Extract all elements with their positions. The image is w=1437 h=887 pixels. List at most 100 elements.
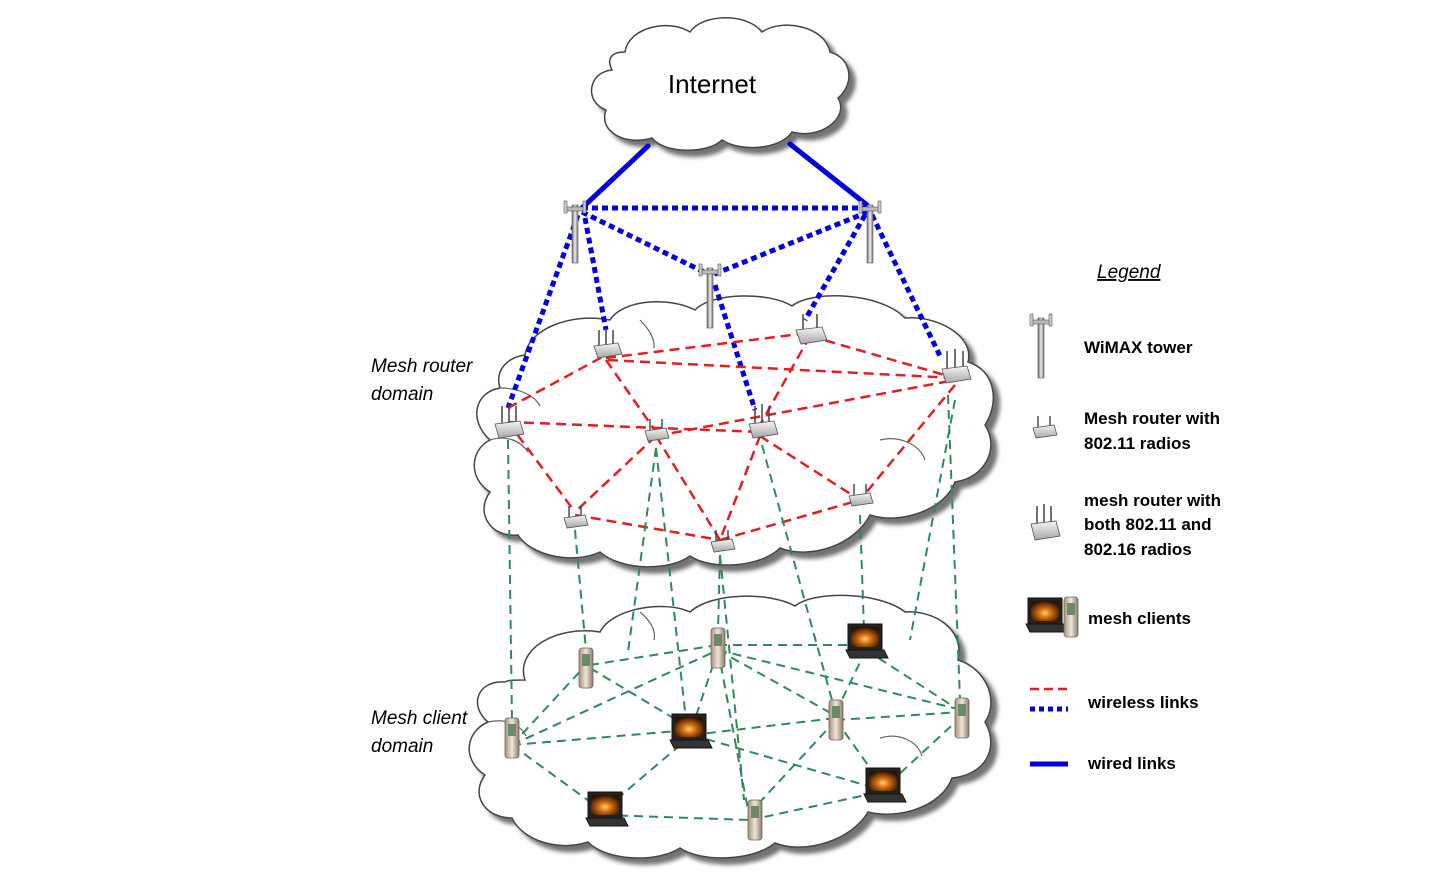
wimax-link <box>712 284 758 411</box>
legend-mesh-router-line1: Mesh router with <box>1084 409 1220 428</box>
wimax-tower-icon <box>858 200 882 264</box>
client-domain-label-line2: domain <box>371 736 433 757</box>
router-link <box>506 421 577 513</box>
mesh-router-icon <box>644 419 670 442</box>
wimax-tower-icon <box>563 200 587 264</box>
mesh-router-dual-radio-icon <box>1030 504 1061 541</box>
laptop-icon <box>845 623 889 659</box>
laptop-icon <box>1025 597 1069 633</box>
wired-links <box>579 141 870 211</box>
client-link <box>835 649 867 713</box>
mesh-router-icon <box>848 484 874 507</box>
router-link <box>507 353 607 410</box>
client-link <box>859 514 865 631</box>
client-link <box>655 447 687 721</box>
handheld-device-icon <box>1063 596 1079 638</box>
wimax-wireless-links <box>505 205 943 411</box>
router-link <box>809 334 956 380</box>
legend-mesh-router-line2: 802.11 radios <box>1084 434 1191 453</box>
client-link <box>749 791 881 821</box>
legend-mesh-router-both-line1: mesh router with <box>1084 491 1221 510</box>
router-link <box>759 434 861 502</box>
legend: Legend WiMAX tower Mesh router with 802.… <box>1025 262 1221 773</box>
client-link <box>589 644 719 666</box>
client-link <box>719 554 745 801</box>
client-link <box>691 734 883 791</box>
wired-link <box>579 143 651 211</box>
handheld-device-icon <box>954 697 970 739</box>
handheld-device-icon <box>747 799 763 841</box>
legend-wired-links: wired links <box>1087 754 1176 773</box>
router-link <box>574 435 657 513</box>
internet-label: Internet <box>668 69 757 99</box>
cloud-detail <box>639 611 656 641</box>
legend-mesh-router-both-line3: 802.16 radios <box>1084 540 1192 559</box>
client-link <box>909 399 956 641</box>
wimax-link <box>802 213 868 322</box>
wimax-link <box>580 209 712 278</box>
wired-link <box>787 141 870 208</box>
client-link <box>627 447 657 653</box>
router-link <box>604 359 658 433</box>
router-link <box>654 435 722 541</box>
wimax-link <box>869 213 943 358</box>
mesh-router-icon <box>1032 416 1058 439</box>
mesh-router-dual-radio-icon <box>748 404 779 439</box>
client-link <box>691 717 837 736</box>
client-domain-label-line1: Mesh client <box>371 708 468 729</box>
client-link <box>574 529 587 651</box>
client-link <box>717 649 749 811</box>
client-link <box>511 664 587 746</box>
router-link <box>507 420 761 434</box>
router-link <box>574 513 721 542</box>
mesh-router-icon <box>710 530 736 553</box>
mesh-router-icon <box>563 506 589 529</box>
router-link <box>655 378 956 438</box>
wimax-link <box>582 217 609 331</box>
internet-cloud <box>590 17 850 151</box>
laptop-icon <box>585 791 629 827</box>
legend-mesh-router-both-line2: both 802.11 and <box>1084 515 1212 534</box>
legend-wimax-tower: WiMAX tower <box>1084 338 1193 357</box>
legend-wireless-links: wireless links <box>1087 693 1199 712</box>
router-link <box>719 498 861 542</box>
handheld-device-icon <box>828 699 844 741</box>
router-wireless-links <box>506 331 956 542</box>
handheld-device-icon <box>710 627 726 669</box>
client-link <box>717 649 837 717</box>
client-link <box>747 719 837 816</box>
legend-title: Legend <box>1097 262 1162 283</box>
router-link <box>718 435 762 541</box>
laptop-icon <box>863 767 907 803</box>
mesh-router-dual-radio-icon <box>494 404 525 439</box>
client-link <box>947 394 961 701</box>
client-link <box>603 814 751 821</box>
cloud-detail <box>879 438 926 461</box>
cloud-detail <box>489 437 529 453</box>
router-link <box>859 384 956 501</box>
cloud-detail <box>639 319 655 349</box>
mesh-router-dual-radio-icon <box>941 349 972 384</box>
wimax-tower-icon <box>698 263 722 329</box>
legend-mesh-clients: mesh clients <box>1088 609 1191 628</box>
router-link <box>607 358 956 380</box>
mesh-router-dual-radio-icon <box>593 328 623 359</box>
client-link <box>865 649 963 713</box>
client-link <box>835 711 963 721</box>
laptop-icon <box>669 713 713 749</box>
cloud-detail <box>879 735 923 757</box>
client-link <box>717 649 963 711</box>
client-link <box>717 554 721 631</box>
router-domain-label-line2: domain <box>371 384 433 405</box>
handheld-device-icon <box>578 647 594 689</box>
router-link <box>605 331 809 360</box>
client-link <box>511 649 719 746</box>
handheld-device-icon <box>504 717 520 759</box>
client-link <box>507 439 513 721</box>
router-domain-label-line1: Mesh router <box>371 356 473 377</box>
wimax-link <box>711 209 869 278</box>
wimax-tower-icon <box>1029 313 1053 379</box>
cloud-detail <box>499 387 541 407</box>
wimax-link <box>505 214 581 409</box>
